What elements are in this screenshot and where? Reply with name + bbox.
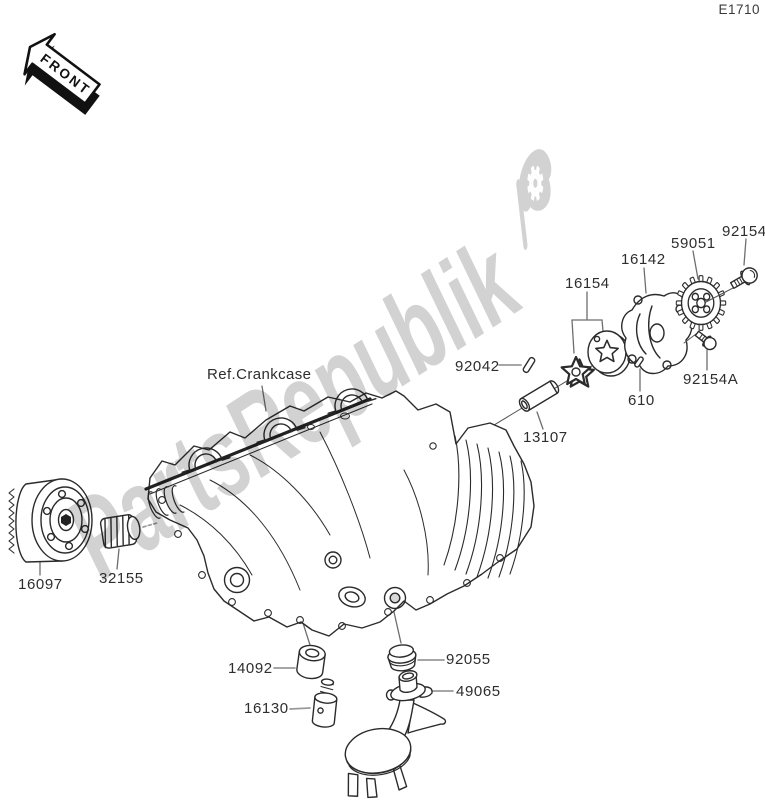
drain-plug-drawing <box>387 644 417 672</box>
leader-lines <box>39 238 747 646</box>
outer-rotor-drawing <box>587 330 631 377</box>
inner-rotor-drawing <box>560 355 595 388</box>
front-arrow: FRONT <box>23 32 101 115</box>
crankcase-drawing <box>144 388 535 637</box>
pump-sprocket-drawing <box>675 275 727 331</box>
pump-shaft-drawing <box>518 380 560 412</box>
pump-cover-drawing <box>621 292 693 375</box>
dowel-pin-drawing <box>522 356 536 374</box>
oil-strainer-drawing <box>344 670 447 799</box>
leader-dashes <box>142 364 522 710</box>
oil-passage-cup-drawing <box>296 644 326 680</box>
filter-spring-drawing <box>99 514 141 549</box>
oil-filter-drawing <box>8 478 93 563</box>
sprocket-bolt-drawing <box>705 267 758 303</box>
pin-610-drawing <box>634 356 644 368</box>
relief-valve-drawing <box>311 678 338 728</box>
cover-bolt-drawing <box>683 330 717 351</box>
